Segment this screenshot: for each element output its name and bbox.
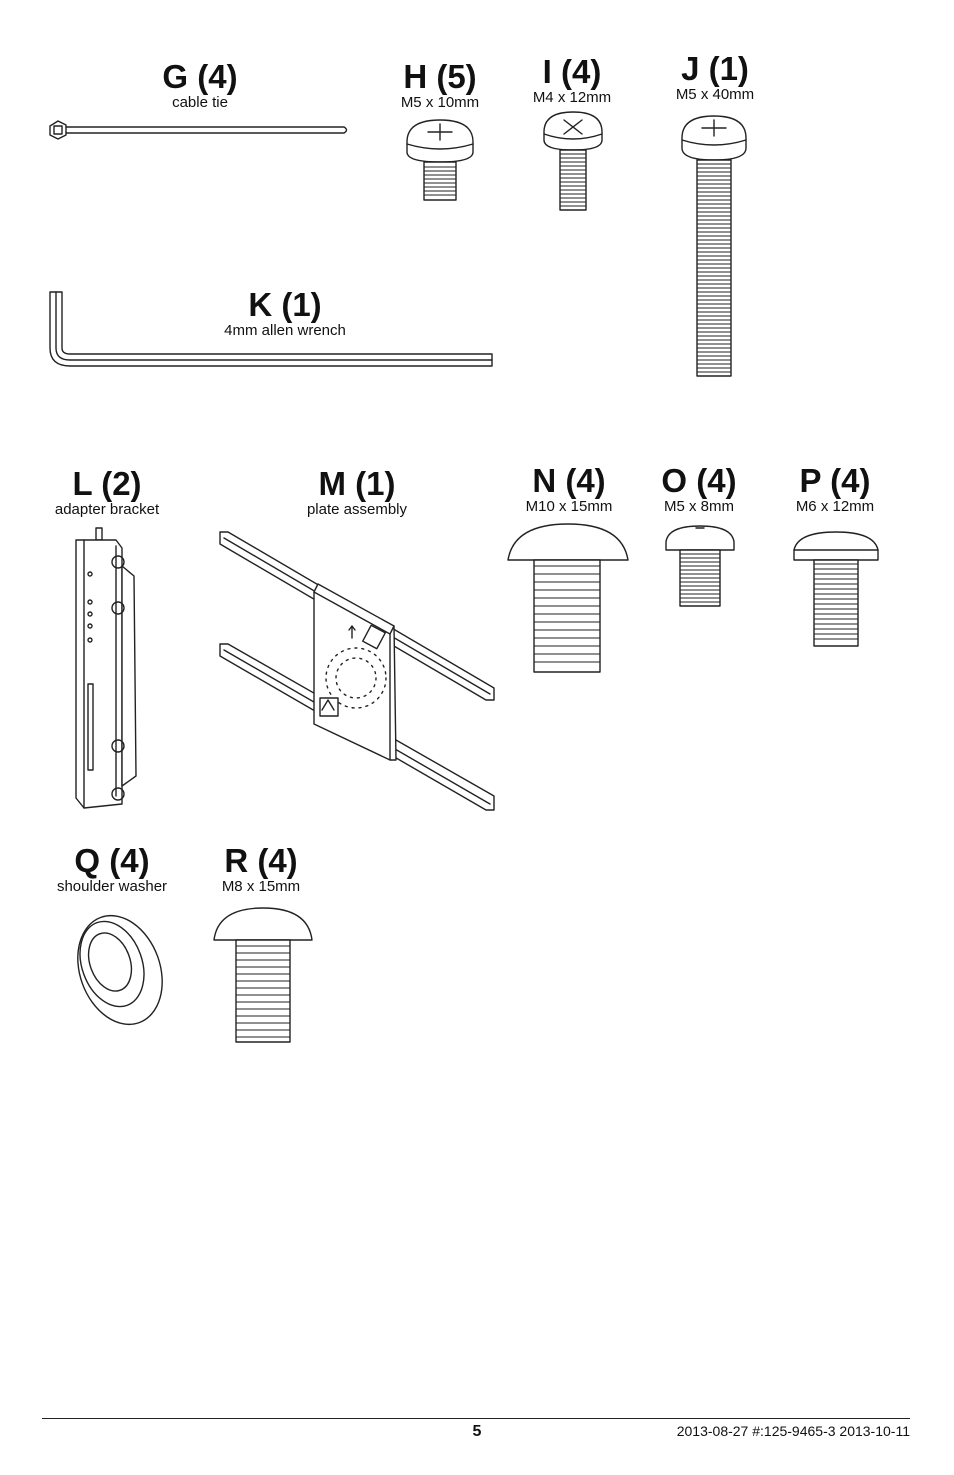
part-n-subtitle: M10 x 15mm: [525, 498, 613, 515]
part-k-subtitle: 4mm allen wrench: [224, 322, 346, 339]
part-j-label: J (1) M5 x 40mm: [665, 50, 765, 104]
part-o-label: O (4) M5 x 8mm: [649, 462, 749, 516]
part-r-label: R (4) M8 x 15mm: [211, 842, 311, 896]
part-m-title: M (1): [318, 465, 396, 502]
washer-icon: [77, 914, 163, 1026]
part-l-title: L (2): [72, 465, 142, 502]
part-q-title: Q (4): [74, 842, 150, 879]
part-g-title: G (4): [162, 58, 238, 95]
part-r-subtitle: M8 x 15mm: [221, 878, 301, 895]
footer-rule: [42, 1418, 910, 1419]
part-o-subtitle: M5 x 8mm: [663, 498, 734, 515]
part-g-label: G (4) cable tie: [150, 58, 250, 112]
screw-p-threads: [814, 563, 858, 640]
screw-j-threads: [697, 163, 731, 373]
part-n-title: N (4): [532, 462, 606, 499]
part-h-title: H (5): [403, 58, 477, 95]
part-i-title: I (4): [542, 53, 602, 90]
plate-assembly-icon: [219, 531, 495, 811]
part-h-subtitle: M5 x 10mm: [400, 94, 480, 111]
screw-j-icon: [681, 115, 747, 377]
part-p-subtitle: M6 x 12mm: [795, 498, 875, 515]
part-l-subtitle: adapter bracket: [54, 501, 160, 518]
bolt-r-icon: [213, 907, 313, 1043]
part-j-title: J (1): [681, 50, 749, 87]
page-number: 5: [472, 1423, 482, 1440]
screw-o-icon: [665, 525, 735, 607]
part-l-label: L (2) adapter bracket: [42, 465, 172, 519]
screw-h-threads: [424, 166, 456, 196]
part-o-title: O (4): [661, 462, 737, 499]
screw-i-icon: [543, 111, 603, 211]
part-n-label: N (4) M10 x 15mm: [519, 462, 619, 516]
part-p-title: P (4): [799, 462, 871, 499]
part-p-label: P (4) M6 x 12mm: [785, 462, 885, 516]
part-i-subtitle: M4 x 12mm: [532, 89, 612, 106]
part-g-subtitle: cable tie: [172, 94, 228, 111]
part-k-label: K (1) 4mm allen wrench: [200, 286, 370, 340]
document-info: 2013-08-27 #:125-9465-3 2013-10-11: [676, 1423, 910, 1439]
bolt-r-threads: [236, 945, 290, 1038]
bolt-n-icon: [507, 523, 629, 673]
screw-h-icon: [406, 119, 474, 201]
screw-i-threads: [560, 153, 586, 207]
bolt-n-threads: [534, 565, 600, 663]
adapter-bracket-icon: [75, 527, 137, 809]
allen-wrench-icon: [49, 291, 493, 367]
part-h-label: H (5) M5 x 10mm: [390, 58, 490, 112]
part-i-label: I (4) M4 x 12mm: [522, 53, 622, 107]
part-m-label: M (1) plate assembly: [292, 465, 422, 519]
screw-p-icon: [793, 531, 879, 647]
screw-o-threads: [680, 553, 720, 603]
part-j-subtitle: M5 x 40mm: [675, 86, 755, 103]
part-q-label: Q (4) shoulder washer: [42, 842, 182, 896]
part-m-subtitle: plate assembly: [306, 501, 408, 518]
cable-tie-icon: [49, 120, 348, 140]
part-r-title: R (4): [224, 842, 298, 879]
part-k-title: K (1): [248, 286, 322, 323]
part-q-subtitle: shoulder washer: [56, 878, 168, 895]
